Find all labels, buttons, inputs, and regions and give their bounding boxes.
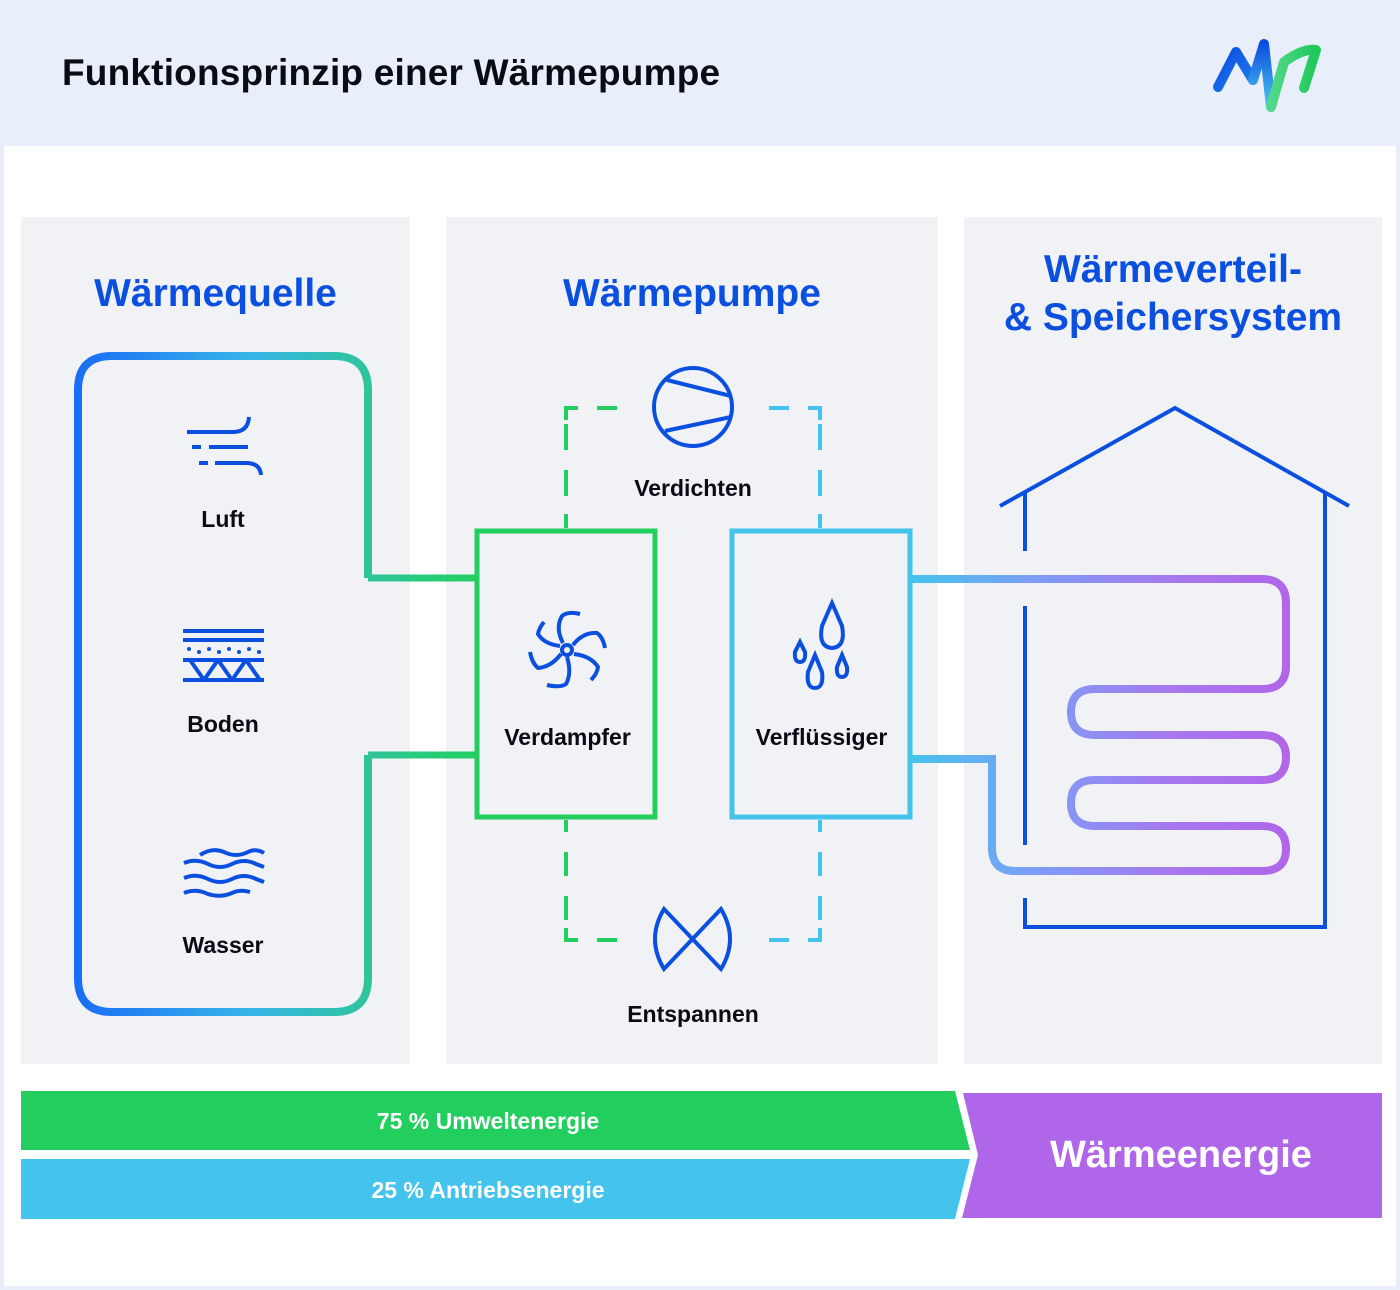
soil-layers-icon — [183, 629, 264, 682]
expansion-label: Entspannen — [627, 1001, 759, 1027]
compressor-icon — [652, 366, 734, 448]
heat-energy-label: Wärmeenergie — [1050, 1134, 1312, 1176]
compressor-label: Verdichten — [634, 475, 752, 501]
house-icon — [999, 405, 1350, 929]
condenser-box — [729, 528, 913, 820]
heat-source-title: Wärmequelle — [94, 272, 337, 315]
panel-heat-pump — [446, 217, 938, 1064]
page-title: Funktionsprinzip einer Wärmepumpe — [62, 52, 721, 93]
droplets-icon — [792, 597, 850, 691]
source-item-boden: Boden — [187, 711, 259, 737]
fan-icon — [528, 610, 607, 689]
ambient-energy-bar — [21, 1091, 970, 1150]
drive-energy-bar — [21, 1159, 970, 1219]
distribution-title-line2: & Speichersystem — [1003, 296, 1343, 339]
heat-pump-title: Wärmepumpe — [563, 272, 821, 315]
mvv-logo-icon — [1213, 39, 1321, 112]
refrigerant-circuit-green — [564, 406, 617, 942]
drive-energy-label: 25 % Antriebsenergie — [371, 1177, 605, 1203]
wind-icon — [187, 416, 263, 476]
refrigerant-circuit-cyan — [769, 406, 822, 942]
evaporator-box — [474, 528, 658, 820]
water-waves-icon — [183, 848, 266, 898]
source-loop-pipe — [74, 352, 372, 1016]
source-item-wasser: Wasser — [182, 932, 264, 958]
distribution-title-line1: Wärmeverteil- — [1044, 248, 1302, 291]
heating-flow-pipe — [912, 575, 1291, 875]
panel-distribution — [964, 217, 1382, 1064]
source-item-luft: Luft — [201, 506, 245, 532]
evaporator-label: Verdampfer — [504, 724, 631, 750]
ambient-energy-label: 75 % Umweltenergie — [376, 1108, 600, 1134]
header: Funktionsprinzip einer Wärmepumpe — [0, 0, 1400, 146]
heat-energy-bar — [962, 1093, 1382, 1218]
condenser-label: Verflüssiger — [755, 724, 888, 750]
expansion-valve-icon — [653, 905, 732, 973]
